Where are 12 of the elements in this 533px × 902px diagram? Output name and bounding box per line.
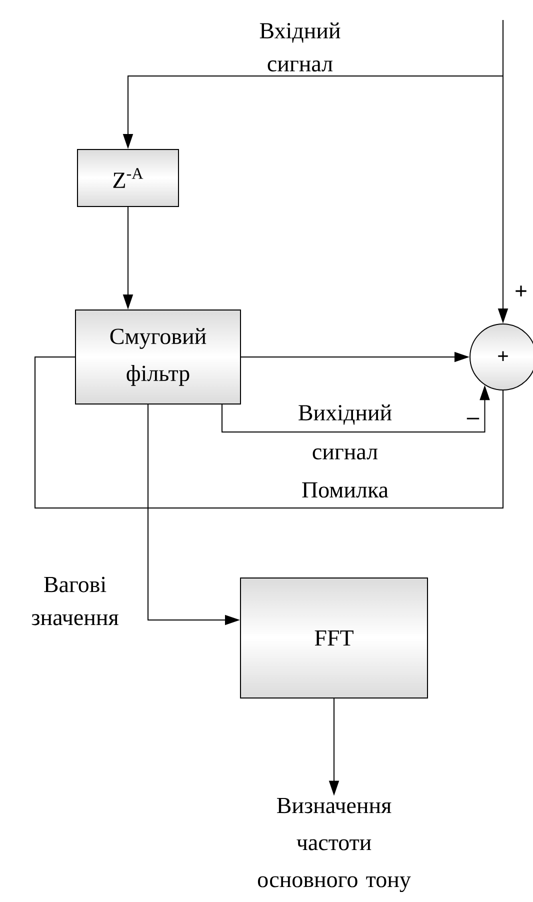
edge-label: Вхідний сигнал (260, 22, 340, 72)
output-text: Визначення частоти основного тону (258, 798, 411, 892)
connector-line (34, 356, 504, 508)
process-box: FFT (240, 578, 428, 698)
sign-label: + (516, 286, 526, 296)
edge-label: Вагові значення (32, 576, 118, 626)
sign-label: – (466, 418, 480, 420)
summing-junction: + (470, 324, 533, 390)
edge-label: Помилка (302, 482, 388, 498)
process-box: Z$^{-A}$ (77, 149, 179, 207)
edge-label: Вихідний сигнал (298, 404, 392, 460)
process-box: Смуговий фільтр (75, 310, 241, 404)
